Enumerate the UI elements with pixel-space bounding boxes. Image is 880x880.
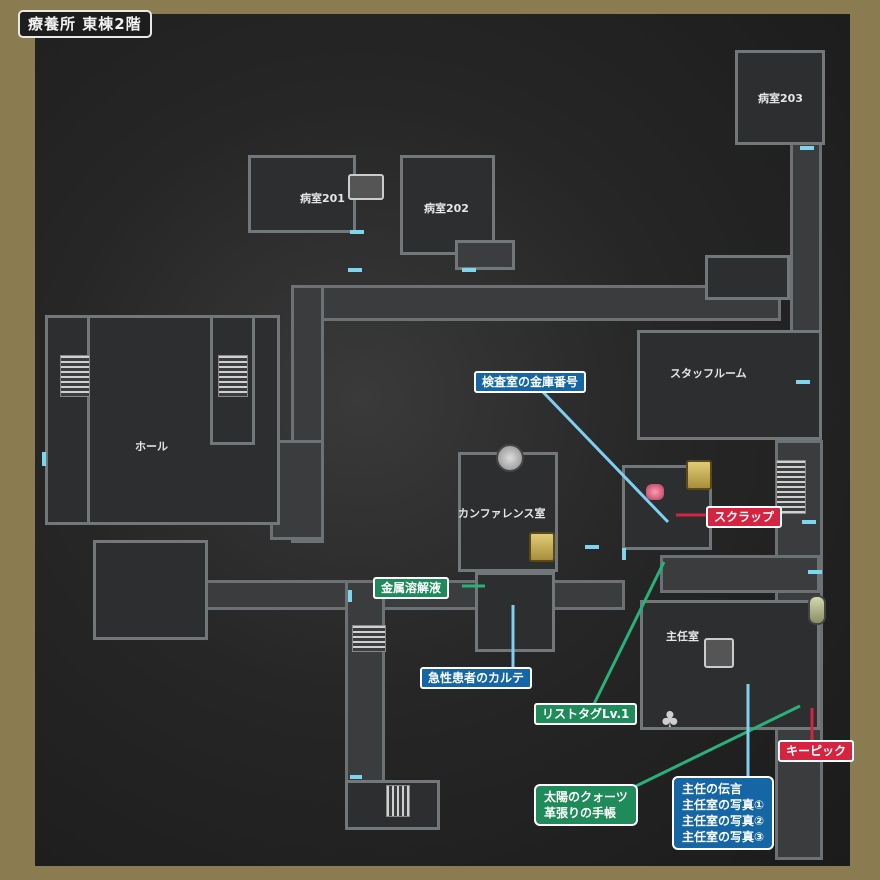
room-203-lower (705, 255, 790, 300)
callout-line: 革張りの手帳 (544, 806, 617, 820)
stairs-south-bottom (386, 785, 410, 817)
callout-line: 太陽のクォーツ (544, 790, 628, 804)
south-west-room (93, 540, 208, 640)
room-label-202: 病室202 (424, 202, 469, 215)
door (348, 590, 352, 602)
room-label-203: 病室203 (758, 92, 803, 105)
callout-line: 主任室の写真① (682, 798, 765, 812)
jar-icon[interactable] (529, 532, 555, 562)
door (462, 268, 476, 272)
room-202-annex (455, 240, 515, 270)
map-title: 療養所 東棟2階 (18, 10, 152, 38)
door (585, 545, 599, 549)
callout-chief-items[interactable]: 主任の伝言 主任室の写真① 主任室の写真② 主任室の写真③ (672, 776, 775, 850)
tank-icon[interactable] (808, 595, 826, 625)
room-label-201: 病室201 (300, 192, 345, 205)
jar-icon[interactable] (686, 460, 712, 490)
room-label-hall: ホール (135, 440, 168, 453)
door (350, 230, 364, 234)
door (796, 380, 810, 384)
stairs-hall-east (218, 355, 248, 397)
hall-west-wing (45, 315, 90, 525)
door (350, 775, 362, 779)
stairs-hall-west (60, 355, 90, 397)
staff-room (637, 330, 822, 440)
callout-metal-solvent[interactable]: 金属溶解液 (373, 577, 450, 599)
door (800, 146, 814, 150)
bed-icon[interactable] (348, 174, 384, 200)
callout-line: 主任室の写真③ (682, 830, 765, 844)
callout-exam-safe[interactable]: 検査室の金庫番号 (474, 371, 587, 393)
door (808, 570, 822, 574)
door (42, 452, 46, 466)
door (802, 520, 816, 524)
tree-icon[interactable]: ♣ (660, 708, 680, 733)
stairs-east (776, 460, 806, 514)
safe-icon[interactable] (704, 638, 734, 668)
door (622, 548, 626, 560)
room-202 (400, 155, 495, 255)
callout-acute-chart[interactable]: 急性患者のカルテ (420, 667, 533, 689)
callout-wrist-tag[interactable]: リストタグLv.1 (534, 703, 638, 725)
callout-line: 主任室の写真② (682, 814, 765, 828)
callout-keypick[interactable]: キーピック (778, 740, 855, 762)
room-201 (248, 155, 356, 233)
clock-icon[interactable] (496, 444, 524, 472)
callout-scrap[interactable]: スクラップ (706, 506, 783, 528)
lamp-icon[interactable] (646, 484, 664, 500)
conference-annex (475, 572, 555, 652)
callout-line: 主任の伝言 (682, 782, 743, 796)
door (348, 268, 362, 272)
corridor-mid (660, 555, 820, 593)
room-label-chief: 主任室 (666, 630, 699, 643)
stairs-south (352, 625, 386, 652)
room-label-staff: スタッフルーム (670, 367, 747, 380)
callout-sun-quartz[interactable]: 太陽のクォーツ 革張りの手帳 (534, 784, 638, 826)
room-label-conf: カンファレンス室 (458, 507, 546, 520)
room-203 (735, 50, 825, 145)
